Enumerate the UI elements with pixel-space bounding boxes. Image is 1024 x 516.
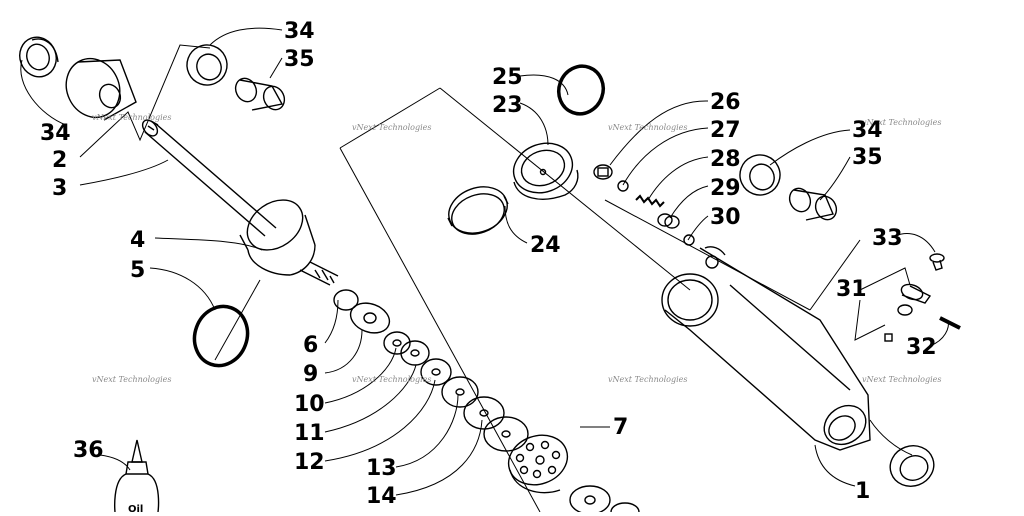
part-14-shim [463,396,505,430]
label-part-10: 10 [294,392,325,417]
watermark-text: vNext Technologies [608,123,687,132]
label-part-13: 13 [366,456,397,481]
label-part-4: 4 [130,228,145,253]
part-24-ring [447,186,509,235]
label-part-27: 27 [710,118,741,143]
part-34-bushing-left [19,36,59,78]
watermark-text: vNext Technologies [608,375,687,384]
part-3-shaft [141,119,277,237]
label-part-28: 28 [710,147,741,172]
part-34-bushing-bottom [889,445,935,487]
part-35-spacer-top [234,77,286,111]
label-part-35-top: 35 [284,47,315,72]
part-35-spacer-right [788,187,838,221]
label-part-34-left: 34 [40,121,71,146]
label-part-14: 14 [366,484,397,509]
label-part-30: 30 [710,205,741,230]
label-part-25: 25 [492,65,523,90]
part-33-screw [929,253,945,271]
watermark-text: vNext Technologies [352,375,431,384]
part-1-shock-body [661,246,871,451]
part-34-bushing-top [186,44,228,86]
part-26-plug [593,164,613,180]
part-4-piston-body [239,199,339,286]
label-part-31: 31 [836,277,867,302]
part-9-washer [349,302,391,334]
exploded-frame-lines [339,87,886,513]
label-part-34-top: 34 [284,19,315,44]
part-10-shim [383,331,411,355]
part-number-labels: 34 35 34 2 3 4 5 6 9 10 11 12 13 14 7 25… [40,19,937,515]
watermark-text: vNext Technologies [92,375,171,384]
part-31-valve-fitting [884,283,932,342]
label-part-7: 7 [613,415,628,440]
label-part-33: 33 [872,226,903,251]
label-part-5: 5 [130,258,145,283]
part-30-ball [683,234,695,246]
oil-bottle-label: Oil [128,504,143,512]
part-32-cap [939,316,961,330]
label-part-12: 12 [294,450,325,475]
label-part-34-right: 34 [852,118,883,143]
part-11-shim [400,340,430,366]
part-12-shim [420,358,452,386]
leader-lines [20,27,949,496]
part-36-oil-bottle [114,439,160,513]
label-part-36: 36 [73,438,104,463]
label-part-29: 29 [710,176,741,201]
label-part-11: 11 [294,421,325,446]
part-2-sleeve [65,57,137,121]
label-part-2: 2 [52,148,67,173]
label-part-26: 26 [710,90,741,115]
valve-parts [593,164,695,246]
label-part-9: 9 [303,362,318,387]
label-part-1: 1 [855,479,870,504]
part-13-shim [441,376,479,408]
watermark-text: vNext Technologies [352,123,431,132]
label-part-32: 32 [906,335,937,360]
watermark-text: vNext Technologies [862,375,941,384]
washer-stack [333,289,529,452]
part-28-spring [635,194,665,208]
label-part-24: 24 [530,233,561,258]
part-34-bushing-right [739,154,781,196]
part-6-nut [333,289,359,311]
part-27-ball [617,180,629,192]
part-23-seal-head [512,142,579,200]
label-part-23: 23 [492,93,523,118]
watermarks: vNext Technologies vNext Technologies vN… [92,113,941,384]
watermark-text: vNext Technologies [92,113,171,122]
watermark-text: vNext Technologies [862,118,941,127]
label-part-35-right: 35 [852,145,883,170]
part-25-o-ring [557,64,605,116]
part-5-o-ring [192,304,250,368]
label-part-3: 3 [52,176,67,201]
part-29-seat [657,213,673,227]
label-part-6: 6 [303,333,318,358]
